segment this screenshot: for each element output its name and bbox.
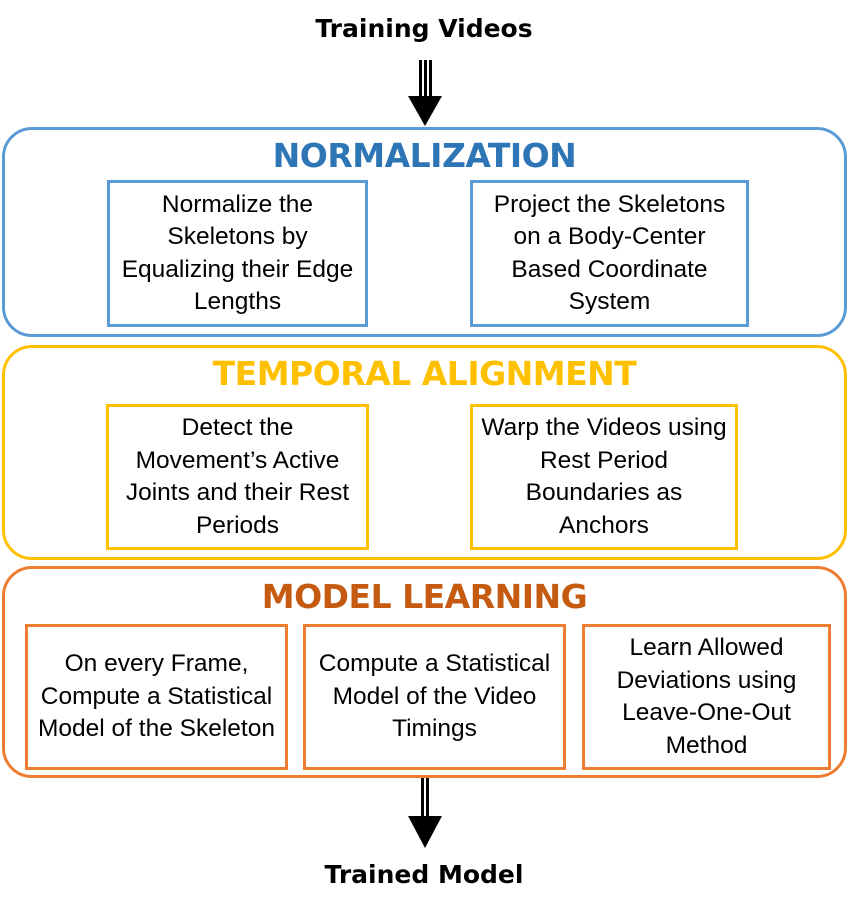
step-text: Warp the Videos using Rest Period Bounda… [481,414,727,539]
normalization-stage: NORMALIZATION Normalize the Skeletons by… [2,127,847,337]
temporal-alignment-stage: TEMPORAL ALIGNMENT Detect the Movement’s… [2,345,847,560]
input-label: Training Videos [315,14,533,43]
step-text: On every Frame, Compute a Statistical Mo… [38,650,275,743]
step-warp-videos: Warp the Videos using Rest Period Bounda… [470,404,738,550]
input-arrow-icon [408,60,442,126]
model-learning-stage: MODEL LEARNING On every Frame, Compute a… [2,566,847,778]
step-project-skeletons: Project the Skeletons on a Body-Center B… [470,180,749,327]
step-text: Normalize the Skeletons by Equalizing th… [121,190,354,316]
output-label: Trained Model [324,860,524,889]
step-learn-allowed-deviations: Learn Allowed Deviations using Leave-One… [582,624,831,770]
step-text: Detect the Movement’s Active Joints and … [125,414,350,539]
step-text: Project the Skeletons on a Body-Center B… [493,190,726,316]
step-normalize-skeletons: Normalize the Skeletons by Equalizing th… [107,180,368,327]
step-text: Learn Allowed Deviations using Leave-One… [616,634,797,759]
model-learning-title: MODEL LEARNING [261,577,588,616]
normalization-title: NORMALIZATION [272,136,577,175]
step-text: Compute a Statistical Model of the Video… [318,650,551,743]
temporal-alignment-title: TEMPORAL ALIGNMENT [212,354,637,393]
step-detect-active-joints: Detect the Movement’s Active Joints and … [106,404,369,550]
output-arrow-icon [408,778,442,848]
step-timing-statistical-model: Compute a Statistical Model of the Video… [303,624,566,770]
step-frame-statistical-model: On every Frame, Compute a Statistical Mo… [25,624,288,770]
